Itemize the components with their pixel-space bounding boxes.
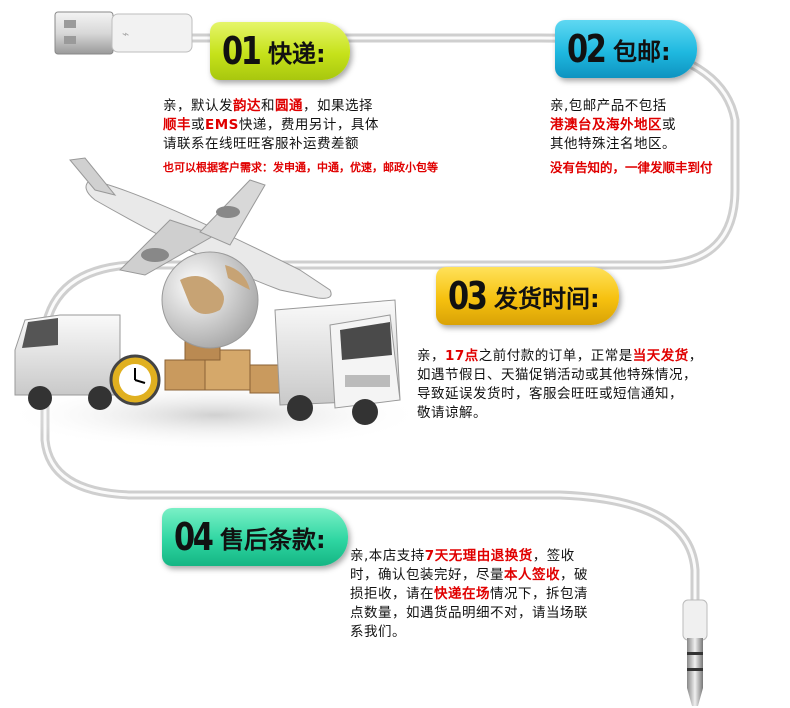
logistics-illustration (5, 157, 425, 450)
express-note: 也可以根据客户需求：发申通，中通，优速，邮政小包等 (163, 161, 438, 174)
section-title: 发货时间: (494, 284, 600, 313)
highlight-yunda: 韵达 (233, 98, 261, 114)
text-segment: ，签收 (532, 548, 575, 564)
section-number: 03 (448, 274, 488, 318)
section-number: 04 (174, 515, 214, 559)
section-badge-delivery-time: 03 发货时间: (436, 267, 619, 325)
text-line: 其他特殊注名地区。 (550, 136, 676, 152)
text-segment: 时，确认包装完好，尽量 (350, 567, 504, 583)
express-text: 亲，默认发韵达和圆通，如果选择 顺丰或EMS快递，费用另计，具体 请联系在线旺旺… (163, 97, 463, 177)
highlight-same-day: 当天发货 (632, 348, 689, 364)
text-segment: 或 (191, 117, 205, 133)
free-shipping-note: 没有告知的，一律发顺丰到付 (550, 160, 713, 175)
text-segment: 亲，默认发 (163, 98, 233, 114)
stopwatch (109, 354, 161, 406)
text-line: 如遇节假日、天猫促销活动或其他特殊情况， (417, 367, 697, 383)
text-segment: 损拒收，请在 (350, 586, 434, 602)
text-line: 点数量，如遇货品明细不对，请当场联 (350, 605, 588, 621)
delivery-time-text: 亲，17点之前付款的订单，正常是当天发货， 如遇节假日、天猫促销活动或其他特殊情… (417, 347, 787, 423)
section-number: 02 (567, 27, 607, 71)
van (14, 314, 121, 410)
free-shipping-text: 亲,包邮产品不包括 港澳台及海外地区或 其他特殊注名地区。 没有告知的，一律发顺… (550, 97, 760, 177)
text-line: 导致延误发货时，客服会旺旺或短信通知， (417, 386, 683, 402)
text-segment: 之前付款的订单，正常是 (478, 348, 633, 364)
highlight-sign-in-person: 本人签收 (504, 567, 560, 583)
highlight-shunfeng: 顺丰 (163, 117, 191, 133)
text-segment: 快递，费用另计，具体 (238, 117, 379, 133)
section-badge-after-sales: 04 售后条款: (162, 508, 348, 566)
highlight-17h: 17点 (445, 348, 479, 364)
text-segment: ， (688, 348, 703, 364)
text-line: 系我们。 (350, 624, 406, 640)
text-segment: ，破 (560, 567, 588, 583)
svg-text:⌁: ⌁ (122, 27, 129, 41)
highlight-yuantong: 圆通 (275, 98, 303, 114)
section-number: 01 (222, 29, 262, 73)
text-segment: 或 (662, 117, 676, 133)
text-segment: 情况下，拆包清 (490, 586, 588, 602)
text-line: 亲,包邮产品不包括 (550, 98, 667, 114)
section-title: 售后条款: (220, 525, 326, 554)
highlight-courier-present: 快递在场 (434, 586, 490, 602)
section-badge-free-shipping: 02 包邮: (555, 20, 697, 78)
after-sales-text: 亲,本店支持7天无理由退换货，签收 时，确认包装完好，尽量本人签收，破 损拒收，… (350, 547, 680, 642)
text-line: 请联系在线旺旺客服补运费差额 (163, 136, 359, 152)
text-line: 敬请谅解。 (417, 405, 487, 421)
highlight-regions: 港澳台及海外地区 (550, 117, 662, 133)
text-segment: 和 (261, 98, 275, 114)
section-title: 快递: (268, 39, 326, 68)
highlight-7-day-return: 7天无理由退换货 (424, 548, 533, 564)
airplane (69, 157, 332, 299)
text-segment: 亲,本店支持 (350, 548, 425, 564)
truck (274, 299, 401, 425)
highlight-ems: EMS (205, 117, 239, 133)
section-badge-express: 01 快递: (210, 22, 350, 80)
text-segment: 亲， (417, 348, 445, 364)
text-segment: ，如果选择 (303, 98, 373, 114)
section-title: 包邮: (613, 37, 671, 66)
